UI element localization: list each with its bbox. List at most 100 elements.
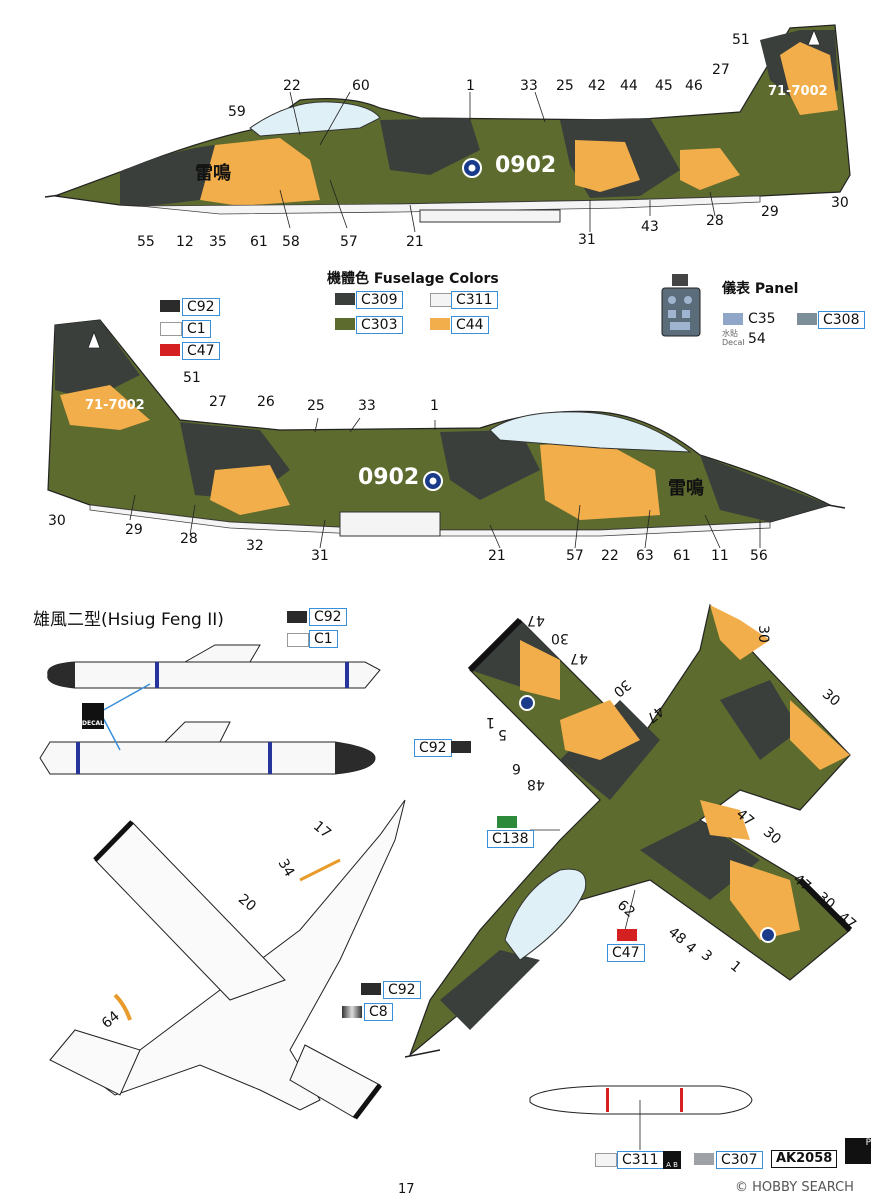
callout-43: 43 — [641, 219, 659, 235]
decal-label-zh: 水貼 — [722, 329, 738, 338]
missile-title: 雄風二型(Hsiug Feng II) — [33, 610, 224, 630]
code-c307: C307 — [716, 1151, 763, 1169]
callout-m-56: 56 — [750, 548, 768, 564]
callout-60: 60 — [352, 78, 370, 94]
roundel-plan-1 — [519, 695, 535, 711]
plan-dark-4 — [440, 950, 540, 1030]
missile-under-mid — [339, 511, 441, 537]
callout-m-27: 27 — [209, 394, 227, 410]
callout-m-33: 33 — [358, 398, 376, 414]
chinese-name-top: 雷鳴 — [195, 163, 231, 184]
callout-27: 27 — [712, 62, 730, 78]
callout-p-1: 1 — [486, 714, 495, 730]
swatch-c311 — [430, 293, 452, 307]
camo-tan-4 — [680, 148, 740, 190]
callout-m-26: 26 — [257, 394, 275, 410]
code-c92-bottom: C92 — [383, 981, 421, 999]
plan-tan-2 — [560, 700, 640, 760]
camo-dark-m3 — [440, 430, 540, 500]
tail-emblem-top — [807, 28, 821, 46]
callout-m-22: 22 — [601, 548, 619, 564]
missile-2 — [39, 741, 376, 775]
drop-tank — [529, 1085, 753, 1150]
code-c47-tail: C47 — [182, 342, 220, 360]
swatch-c309 — [335, 293, 355, 305]
ak-code: AK2058 — [771, 1150, 838, 1168]
camo-tan-m1 — [60, 385, 150, 430]
callout-42: 42 — [588, 78, 606, 94]
callout-m-51: 51 — [183, 370, 201, 386]
camo-dark-1 — [120, 145, 230, 206]
plan-tan-6 — [730, 860, 800, 940]
label-c35: C35 — [748, 311, 776, 327]
callout-58: 58 — [282, 234, 300, 250]
code-c92-missile: C92 — [309, 608, 347, 626]
swatch-c311-tank — [595, 1153, 617, 1167]
code-c311-tank: C311 — [617, 1151, 664, 1169]
camo-dark-m4 — [700, 455, 830, 522]
callout-55: 55 — [137, 234, 155, 250]
callout-m-1: 1 — [430, 398, 439, 414]
callout-p-6: 6 — [512, 760, 521, 776]
canopy-mid — [489, 411, 692, 453]
tail-code-top: 71-7002 — [768, 84, 828, 99]
callout-p-48: 48 — [527, 776, 545, 792]
roundel-plan-2 — [760, 927, 776, 943]
missile-drawings — [39, 644, 381, 775]
callout-m-31: 31 — [311, 548, 329, 564]
code-c309: C309 — [356, 291, 403, 309]
code-c47-top: C47 — [607, 944, 645, 962]
code-c311: C311 — [451, 291, 498, 309]
panel-heading: 儀表 Panel — [722, 281, 799, 297]
camo-dark-m1 — [55, 320, 140, 400]
callout-m-21: 21 — [488, 548, 506, 564]
decal-badge-bg — [82, 703, 104, 729]
callout-m-25: 25 — [307, 398, 325, 414]
callout-57: 57 — [340, 234, 358, 250]
swatch-c303 — [335, 318, 355, 330]
watermark: © HOBBY SEARCH — [735, 1180, 854, 1195]
callout-p-30c: 30 — [754, 625, 771, 643]
callout-p-47a: 47 — [527, 612, 545, 628]
callout-12: 12 — [176, 234, 194, 250]
belly-light-top — [139, 195, 761, 215]
code-c1-tail: C1 — [182, 320, 211, 338]
ab-icon: A B — [663, 1151, 681, 1169]
code-c92-tail: C92 — [182, 298, 220, 316]
swatch-c8 — [342, 1006, 362, 1018]
missile-1 — [47, 661, 381, 689]
callout-59: 59 — [228, 104, 246, 120]
pitot-top — [44, 194, 61, 198]
callout-p-30a: 30 — [551, 630, 569, 646]
callout-m-61: 61 — [673, 548, 691, 564]
plan-dark-5 — [720, 680, 800, 760]
pitot-mid — [827, 504, 846, 509]
code-c308: C308 — [818, 311, 865, 329]
plan-tan-5 — [700, 800, 750, 840]
side-profile-left — [44, 24, 851, 233]
decal-label-en: Decal — [722, 338, 745, 347]
code-c44: C44 — [451, 316, 489, 334]
missile-under-top — [419, 209, 561, 223]
decal-badge-text: DECAL — [82, 720, 104, 727]
serial-top: 0902 — [495, 153, 557, 178]
panel-icon — [661, 274, 701, 337]
callout-44: 44 — [620, 78, 638, 94]
callout-p-5: 5 — [498, 726, 507, 742]
tail-emblem-mid — [87, 330, 101, 349]
swatch-c307 — [694, 1153, 714, 1165]
callout-35: 35 — [209, 234, 227, 250]
code-c303: C303 — [356, 316, 403, 334]
chinese-name-mid: 雷鳴 — [668, 478, 704, 499]
camo-tan-2 — [575, 140, 640, 192]
callout-m-32: 32 — [246, 538, 264, 554]
code-c138: C138 — [487, 830, 534, 848]
serial-mid: 0902 — [358, 465, 420, 490]
callout-25: 25 — [556, 78, 574, 94]
swatch-c138 — [497, 816, 517, 828]
code-c8: C8 — [364, 1003, 393, 1021]
camo-dark-2 — [380, 118, 480, 175]
code-c1-missile: C1 — [309, 630, 338, 648]
callout-m-30: 30 — [48, 513, 66, 529]
